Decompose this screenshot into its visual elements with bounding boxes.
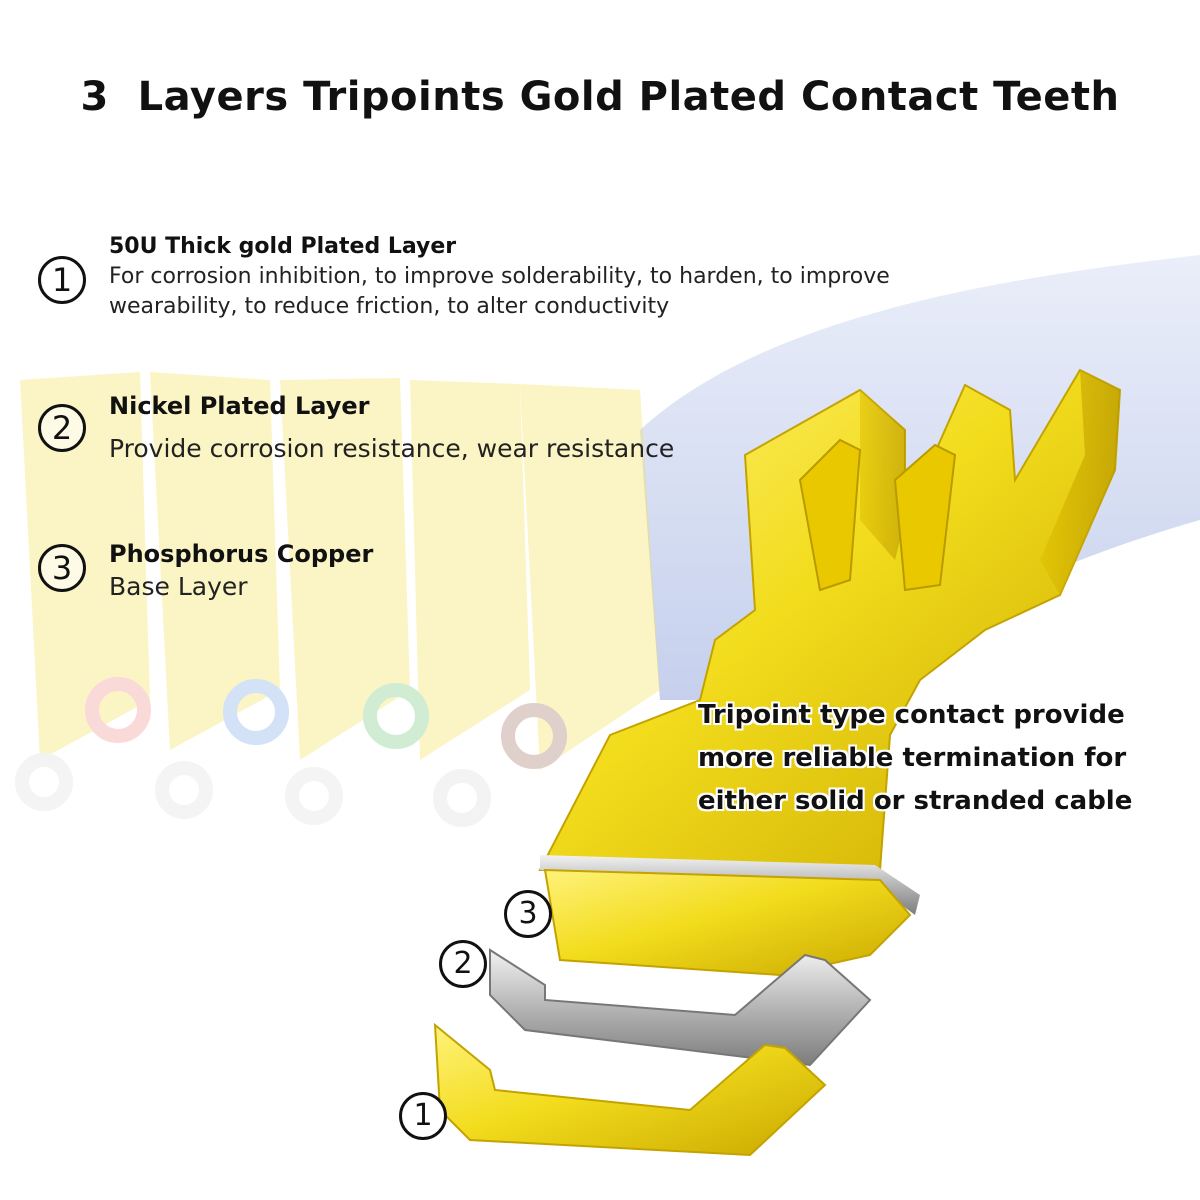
faded-contacts-background: [15, 372, 660, 827]
feature-number-badge: 1: [38, 256, 86, 304]
callout-line: more reliable termination for: [698, 743, 1127, 773]
feature-number-badge: 2: [38, 404, 86, 452]
feature-description-line: Base Layer: [109, 572, 248, 601]
feature-heading: 50U Thick gold Plated Layer: [109, 234, 457, 259]
feature-description: Base Layer: [109, 572, 248, 602]
layer-marker-2: 2: [439, 940, 487, 988]
feature-number-badge: 3: [38, 544, 86, 592]
page-title: 3 Layers Tripoints Gold Plated Contact T…: [80, 74, 1120, 120]
layer-marker-1: 1: [399, 1092, 447, 1140]
gold-contact-tooth-icon: [538, 368, 1122, 977]
feature-description-line: wearability, to reduce friction, to alte…: [109, 294, 670, 319]
callout-line: Tripoint type contact provide: [698, 700, 1125, 730]
feature-description-line: Provide corrosion resistance, wear resis…: [109, 434, 675, 463]
feature-description: Provide corrosion resistance, wear resis…: [109, 434, 674, 464]
tripoint-callout: Tripoint type contact provide more relia…: [698, 694, 1178, 823]
nickel-layer-icon: [489, 948, 872, 1067]
feature-description-line: For corrosion inhibition, to improve sol…: [109, 264, 890, 289]
feature-heading: Phosphorus Copper: [109, 540, 374, 568]
gold-layer-icon: [433, 1022, 827, 1157]
callout-line: either solid or stranded cable: [698, 786, 1133, 816]
layer-marker-3: 3: [504, 890, 552, 938]
feature-description: For corrosion inhibition, to improve sol…: [109, 262, 890, 322]
feature-heading: Nickel Plated Layer: [109, 392, 370, 420]
